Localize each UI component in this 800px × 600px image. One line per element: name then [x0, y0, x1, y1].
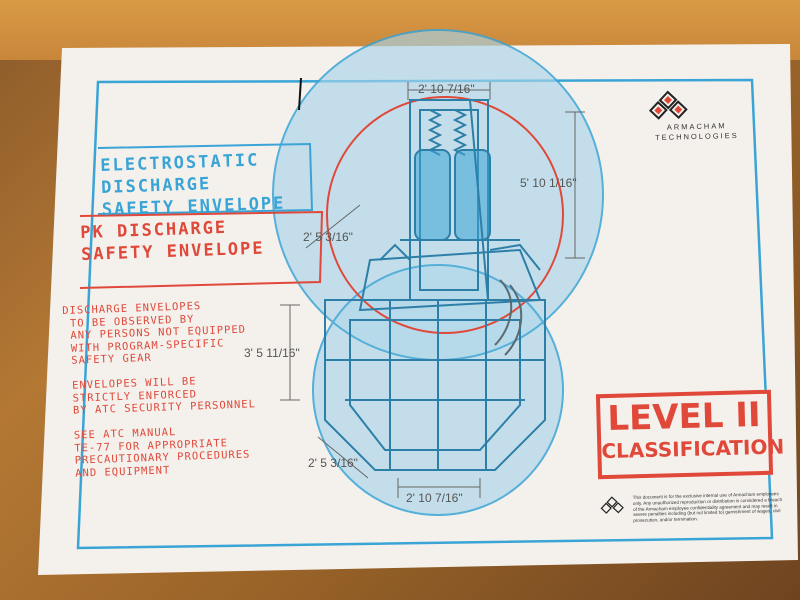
classification-badge: LEVEL II CLASSIFICATION: [595, 389, 785, 480]
safety-notes: DISCHARGE ENVELOPES TO BE OBSERVED BY AN…: [62, 300, 257, 480]
confidentiality-disclaimer: This document is for the exclusive inter…: [632, 491, 783, 524]
armacham-logo-icon: [648, 90, 688, 120]
dimension-top-width: 2' 10 7/16": [418, 82, 475, 96]
dimension-radius-left: 2' 5 3/16": [303, 230, 353, 244]
dimension-radius-bottom: 2' 5 3/16": [308, 456, 358, 470]
classification-title: CLASSIFICATION: [601, 434, 785, 464]
esd-label-frame: [97, 142, 314, 215]
dimension-bottom-width: 2' 10 7/16": [406, 491, 463, 505]
armacham-small-logo-icon: [600, 496, 624, 514]
pen-mark: [298, 77, 302, 111]
machine-frame: [324, 99, 546, 471]
pk-label-frame: [79, 210, 324, 289]
dimension-height-left: 3' 5 11/16": [244, 346, 300, 360]
pk-envelope-label: PK DISCHARGE SAFETY ENVELOPE: [80, 217, 265, 265]
pk-envelope: [326, 96, 564, 334]
dimension-height-right: 5' 10 1/16": [520, 176, 577, 190]
company-name: ARMACHAM TECHNOLOGIES: [655, 121, 739, 143]
dimension-lines: [280, 82, 585, 498]
esd-envelope-label: ELECTROSTATIC DISCHARGE SAFETY ENVELOPE: [100, 150, 286, 220]
classification-level: LEVEL II: [606, 395, 762, 440]
